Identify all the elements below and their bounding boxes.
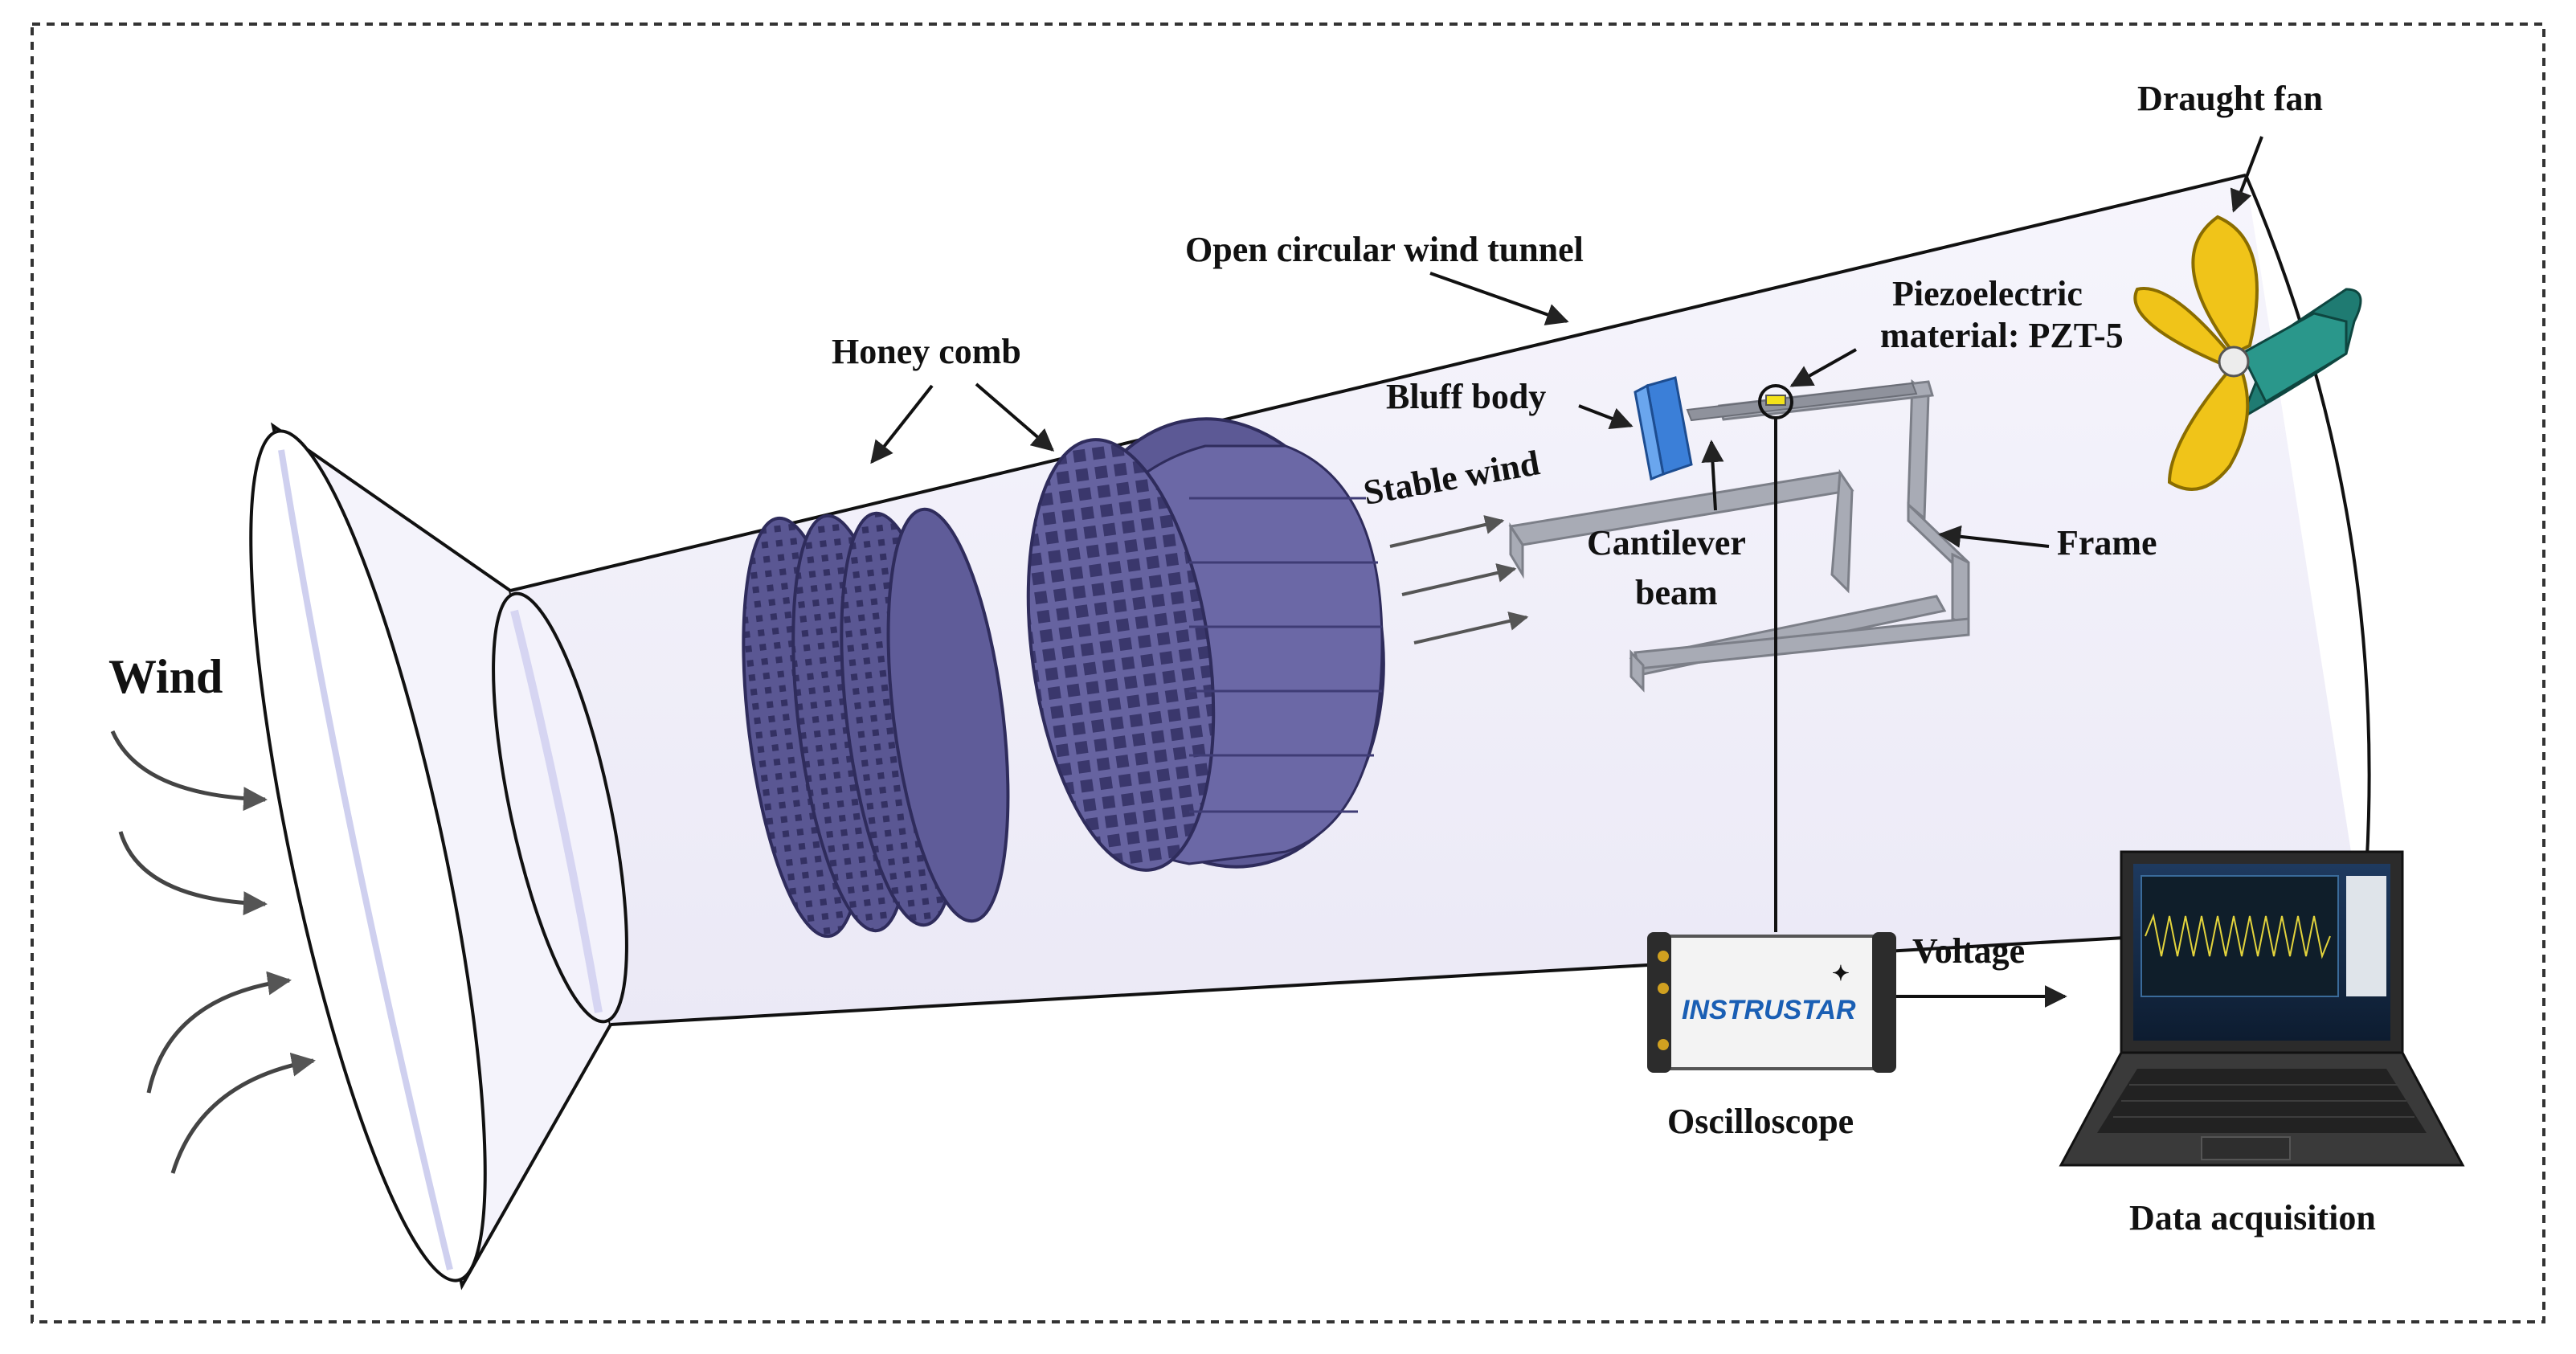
label-bluff-body: Bluff body	[1386, 377, 1546, 416]
label-voltage: Voltage	[1912, 931, 2025, 971]
label-data-acquisition: Data acquisition	[2129, 1198, 2376, 1237]
fan-blade-top	[2191, 215, 2259, 356]
label-draught-fan: Draught fan	[2137, 79, 2323, 118]
inlet-rim	[249, 429, 487, 1282]
label-oscilloscope: Oscilloscope	[1667, 1102, 1854, 1141]
label-honey-comb: Honey comb	[832, 332, 1021, 371]
cantilever-beam	[1686, 382, 1918, 422]
svg-text:✦: ✦	[1832, 962, 1850, 985]
label-tunnel: Open circular wind tunnel	[1185, 230, 1584, 269]
oscilloscope: INSTRUSTAR ✦	[1647, 932, 1896, 1073]
label-frame: Frame	[2057, 523, 2157, 562]
tunnel-outlet	[2244, 174, 2371, 925]
leader-arrows	[870, 136, 2263, 548]
oscilloscope-brand: INSTRUSTAR	[1682, 995, 1856, 1025]
label-cantilever-2: beam	[1635, 573, 1718, 612]
label-piezo-2: material: PZT-5	[1880, 316, 2124, 355]
fan-blade-bottom	[2167, 367, 2250, 491]
label-piezo-1: Piezoelectric	[1892, 274, 2083, 313]
stable-wind-arrows	[1389, 515, 1529, 644]
label-cantilever-1: Cantilever	[1587, 523, 1746, 562]
laptop	[2059, 850, 2465, 1167]
honeycomb-block	[1026, 417, 1385, 872]
inlet-shading	[278, 449, 453, 1270]
laptop-waveform	[2145, 913, 2331, 959]
draught-fan	[2133, 215, 2362, 491]
fan-blade-left	[2133, 287, 2232, 368]
wind-arrows	[110, 730, 316, 1174]
honeycomb-discs	[742, 507, 1010, 939]
label-wind: Wind	[108, 650, 223, 703]
dashed-border	[31, 22, 2545, 1323]
bluff-body	[1634, 376, 1693, 481]
